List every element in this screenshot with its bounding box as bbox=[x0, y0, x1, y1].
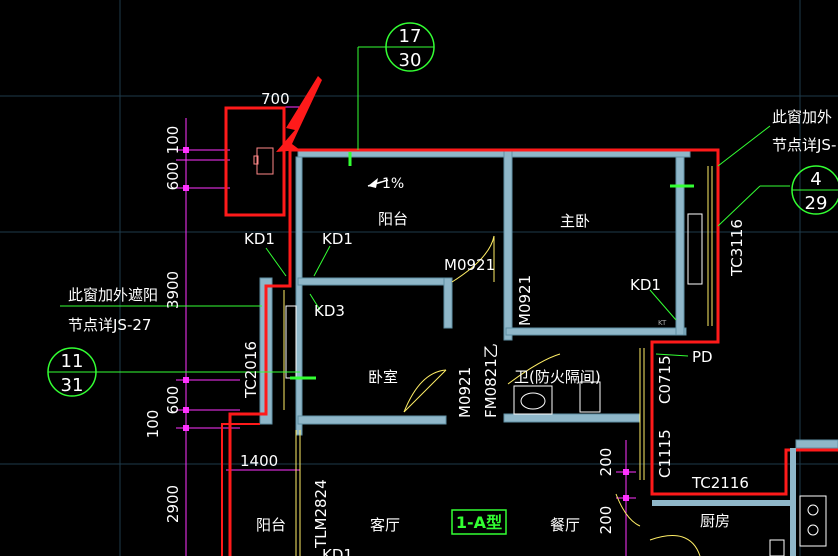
dimension-texts: 700 100 600 3900 600 100 1400 2900 200 2… bbox=[144, 90, 615, 534]
tc2016-label: TC2016 bbox=[242, 341, 260, 399]
dim-100-top: 100 bbox=[164, 126, 182, 155]
slope-label: 1% bbox=[382, 176, 404, 192]
kd3-label: KD3 bbox=[314, 302, 345, 320]
room-balcony: 阳台 bbox=[378, 210, 408, 228]
callout-11-31[interactable]: 11 31 bbox=[47, 347, 97, 397]
note-left-line2: 节点详JS-27 bbox=[68, 316, 151, 334]
dim-2900: 2900 bbox=[164, 485, 182, 523]
callout-top: 17 bbox=[399, 26, 422, 47]
selected-object bbox=[253, 147, 274, 175]
dim-200-b: 200 bbox=[597, 506, 615, 535]
room-labels: 阳台 主卧 卧室 卫(防火隔间) 客厅 餐厅 厨房 阳台 bbox=[256, 210, 730, 534]
leader-lines bbox=[60, 46, 790, 373]
tlm2824-label: TLM2824 bbox=[312, 479, 330, 549]
highlighted-boundary bbox=[228, 148, 838, 556]
room-balcony-lower: 阳台 bbox=[256, 516, 286, 534]
dim-700: 700 bbox=[261, 90, 290, 108]
red-arrow-icon bbox=[276, 76, 322, 152]
door-swings bbox=[403, 235, 701, 556]
tc3116-label: TC3116 bbox=[728, 219, 746, 277]
callout-top: 11 bbox=[61, 351, 84, 372]
dim-200-a: 200 bbox=[597, 448, 615, 477]
kd1-label-b: KD1 bbox=[322, 230, 353, 248]
callout-bottom: 29 bbox=[805, 193, 828, 214]
callout-ticks bbox=[290, 152, 694, 380]
dim-600-bottom: 600 bbox=[164, 386, 182, 415]
room-master-bedroom: 主卧 bbox=[560, 212, 590, 230]
dim-3900: 3900 bbox=[164, 271, 182, 309]
fm0821-label: FM0821乙 bbox=[482, 343, 500, 418]
annotation-notes: 此窗加外遮阳 节点详JS-27 此窗加外 节点详JS- bbox=[68, 108, 836, 334]
room-bedroom: 卧室 bbox=[368, 368, 398, 386]
room-kitchen: 厨房 bbox=[700, 512, 730, 530]
kd1-label-c: KD1 bbox=[630, 276, 661, 294]
m0921-label-c: M0921 bbox=[456, 367, 474, 418]
callout-17-30[interactable]: 17 30 bbox=[385, 22, 435, 72]
windows bbox=[283, 166, 713, 556]
selection-box[interactable] bbox=[224, 106, 286, 217]
pd-label: PD bbox=[692, 348, 713, 366]
dimension-markers bbox=[183, 147, 629, 501]
c0715-label: C0715 bbox=[656, 355, 674, 404]
room-bathroom: 卫(防火隔间) bbox=[514, 368, 601, 386]
room-dining: 餐厅 bbox=[550, 516, 580, 534]
note-right-line2: 节点详JS- bbox=[772, 136, 836, 154]
m0921-label-a: M0921 bbox=[444, 256, 495, 274]
dim-600-top: 600 bbox=[164, 162, 182, 191]
unit-type-label: 1-A型 bbox=[456, 513, 502, 532]
component-labels: 1% KD1 KD1 KD3 KD1 M0921 M0921 M0921 FM0… bbox=[242, 176, 749, 556]
c1115-label: C1115 bbox=[656, 429, 674, 478]
callout-top: 4 bbox=[810, 169, 821, 190]
kt-label: KT bbox=[658, 319, 667, 327]
callout-bottom: 31 bbox=[61, 375, 84, 396]
tc2116-label: TC2116 bbox=[691, 474, 749, 492]
m0921-label-b: M0921 bbox=[516, 275, 534, 326]
note-right-line1: 此窗加外 bbox=[772, 108, 832, 126]
dim-100-bottom: 100 bbox=[144, 410, 162, 439]
boundary-lower-left bbox=[221, 423, 260, 556]
dim-1400: 1400 bbox=[240, 452, 278, 470]
room-living: 客厅 bbox=[370, 516, 400, 534]
callout-bottom: 30 bbox=[399, 50, 422, 71]
kd1-label-a: KD1 bbox=[244, 230, 275, 248]
callout-4-29[interactable]: 4 29 bbox=[791, 165, 838, 215]
kd1-label-d: KD1 bbox=[322, 546, 353, 556]
walls bbox=[259, 149, 838, 449]
note-left-line1: 此窗加外遮阳 bbox=[68, 286, 158, 304]
kitchen-walls bbox=[652, 448, 796, 556]
unit-type-tag[interactable]: 1-A型 bbox=[451, 509, 507, 535]
slope-arrowhead-icon bbox=[368, 178, 378, 188]
